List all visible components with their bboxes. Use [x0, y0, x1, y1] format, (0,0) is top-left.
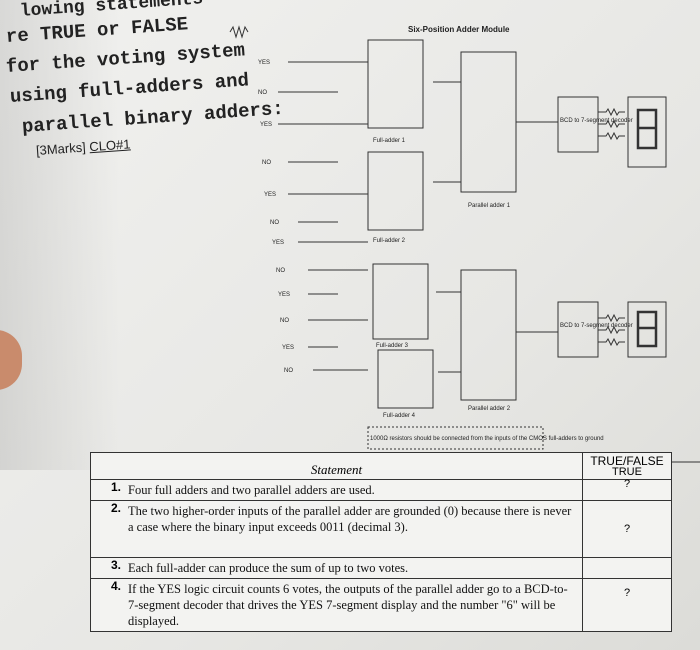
note-text: 1000Ω resistors should be connected from…: [370, 436, 604, 442]
parallel-adder-box: [460, 269, 517, 401]
table-row: 2. The two higher-order inputs of the pa…: [91, 500, 671, 557]
input-wires: [278, 61, 368, 371]
row-statement: The two higher-order inputs of the paral…: [128, 504, 572, 534]
output-wires: [516, 121, 558, 333]
switch-label: NO: [262, 160, 271, 166]
table-row: 1. Four full adders and two parallel add…: [91, 466, 671, 500]
row-statement: Four full adders and two parallel adders…: [128, 483, 375, 497]
bcd-decoder-box: [557, 96, 599, 153]
switch-label: YES: [258, 60, 270, 66]
switch-label: YES: [260, 122, 272, 128]
full-adder-label: Full-adder 1: [373, 138, 406, 144]
switch-label: NO: [258, 90, 267, 96]
table-row: 3. Each full-adder can produce the sum o…: [91, 557, 671, 578]
paper-shadow: [0, 0, 120, 470]
row-number: 2.: [110, 501, 121, 515]
parallel-adder-label: Parallel adder 2: [468, 406, 511, 412]
seven-segment-display-yes: [627, 96, 667, 168]
row-answer: ?: [582, 579, 671, 631]
row-answer: [582, 558, 671, 578]
switch-label: NO: [280, 318, 289, 324]
switch-label: YES: [278, 292, 290, 298]
full-adder-box: [367, 39, 424, 129]
switch-label: YES: [264, 192, 276, 198]
clo-label: CLO#1: [88, 136, 131, 155]
answer-value: ?: [623, 478, 631, 490]
figure-title: Six-Position Adder Module: [408, 25, 510, 34]
row-number: 4.: [110, 579, 121, 593]
full-adder-box: [367, 151, 424, 231]
switch-label: NO: [270, 220, 279, 226]
supply-resistor: [229, 25, 249, 39]
answer-value: TRUE: [612, 466, 642, 478]
full-adder-label: Full-adder 4: [383, 413, 416, 419]
true-false-header: TRUE/FALSE: [582, 453, 671, 479]
switch-label: YES: [272, 240, 284, 246]
row-number: 1.: [110, 480, 121, 494]
row-number: 3.: [110, 558, 121, 572]
true-false-header-label: TRUE/FALSE: [590, 454, 664, 468]
table-row: 4. If the YES logic circuit counts 6 vot…: [91, 578, 671, 631]
seven-segment-display-no: [627, 301, 667, 358]
segment-glyph: [636, 108, 658, 150]
row-answer: TRUE ?: [582, 466, 671, 500]
voting-circuit-figure: Six-Position Adder Module YES NO YES NO …: [218, 2, 700, 470]
row-statement: If the YES logic circuit counts 6 votes,…: [128, 582, 568, 628]
table-header: Statement TRUE/FALSE: [91, 453, 671, 480]
row-statement: Each full-adder can produce the sum of u…: [128, 561, 409, 575]
bus-wires: [433, 81, 461, 373]
parallel-adder-box: [460, 51, 517, 193]
parallel-adder-label: Parallel adder 1: [468, 203, 511, 209]
display-resistors: [598, 107, 625, 347]
full-adder-label: Full-adder 2: [373, 238, 406, 244]
bcd-label: BCD to 7-segment decoder: [560, 323, 633, 329]
row-answer: ?: [582, 501, 671, 557]
statement-header: Statement: [310, 462, 363, 477]
thumb: [0, 330, 22, 390]
full-adder-box: [377, 349, 434, 409]
full-adder-box: [372, 263, 429, 340]
segment-glyph: [636, 310, 658, 348]
bcd-label: BCD to 7-segment decoder: [560, 118, 633, 124]
switch-label: YES: [282, 345, 294, 351]
note-box: [367, 426, 544, 450]
full-adder-label: Full-adder 3: [376, 343, 409, 349]
bcd-decoder-box: [557, 301, 599, 358]
switch-label: NO: [284, 368, 293, 374]
statements-table: Statement TRUE/FALSE 1. Four full adders…: [90, 452, 672, 632]
switch-label: NO: [276, 268, 285, 274]
circuit-diagram: Six-Position Adder Module YES NO YES NO …: [228, 25, 700, 463]
